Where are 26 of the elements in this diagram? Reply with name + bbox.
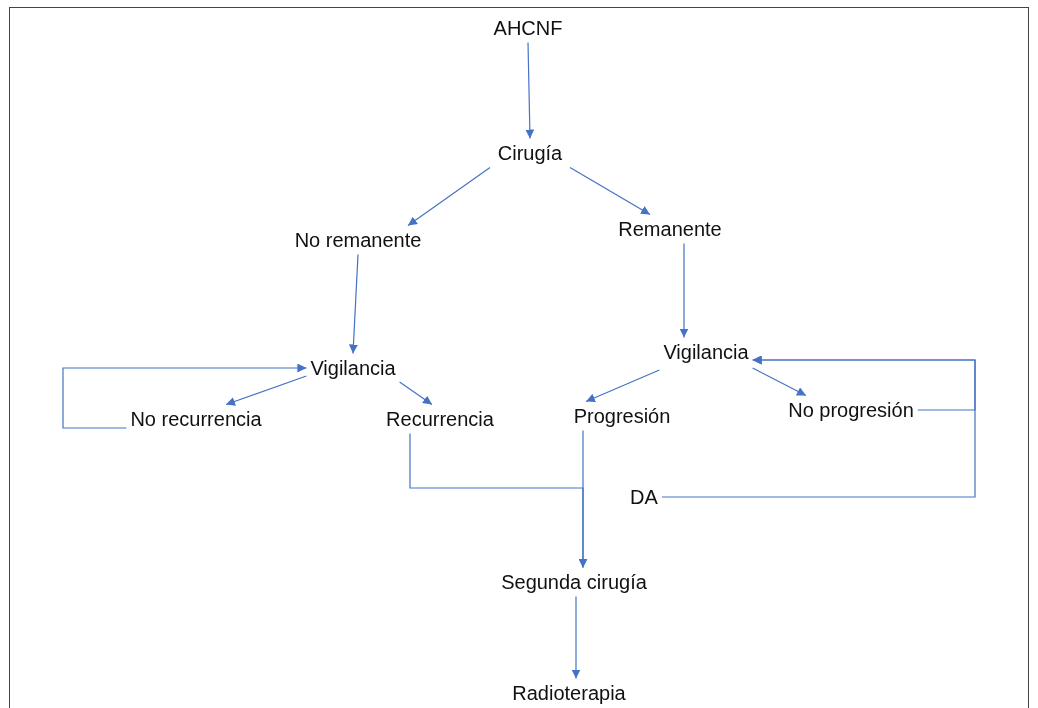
flow-step-text: No remanente [289,225,427,255]
flow-step-text: Vigilancia [659,337,753,367]
flow-step-text: Progresión [569,401,675,431]
arrow [571,595,581,680]
flow-step-text: DA [626,482,662,512]
arrow [578,429,588,569]
flow-step-text: Recurrencia [382,404,498,434]
arrow [62,363,307,429]
arrow [679,242,689,339]
arrow [752,367,807,397]
arrow [569,166,651,216]
flow-step-text: No progresión [784,395,918,425]
flow-step-text: Segunda cirugía [497,567,651,597]
flow-step-text: Cirugía [493,138,567,168]
arrow [399,381,433,406]
arrow [407,166,491,227]
flow-step-text: Vigilancia [306,353,400,383]
arrow [225,375,307,406]
flow-step-text: Radioterapia [508,678,630,708]
flow-step-text: Remanente [614,214,726,244]
arrow [348,253,359,355]
arrow [661,355,976,498]
flow-step-text: No recurrencia [126,404,266,434]
flow-step-text: AHCNF [489,13,567,43]
arrow [585,369,660,403]
arrow [525,41,535,140]
